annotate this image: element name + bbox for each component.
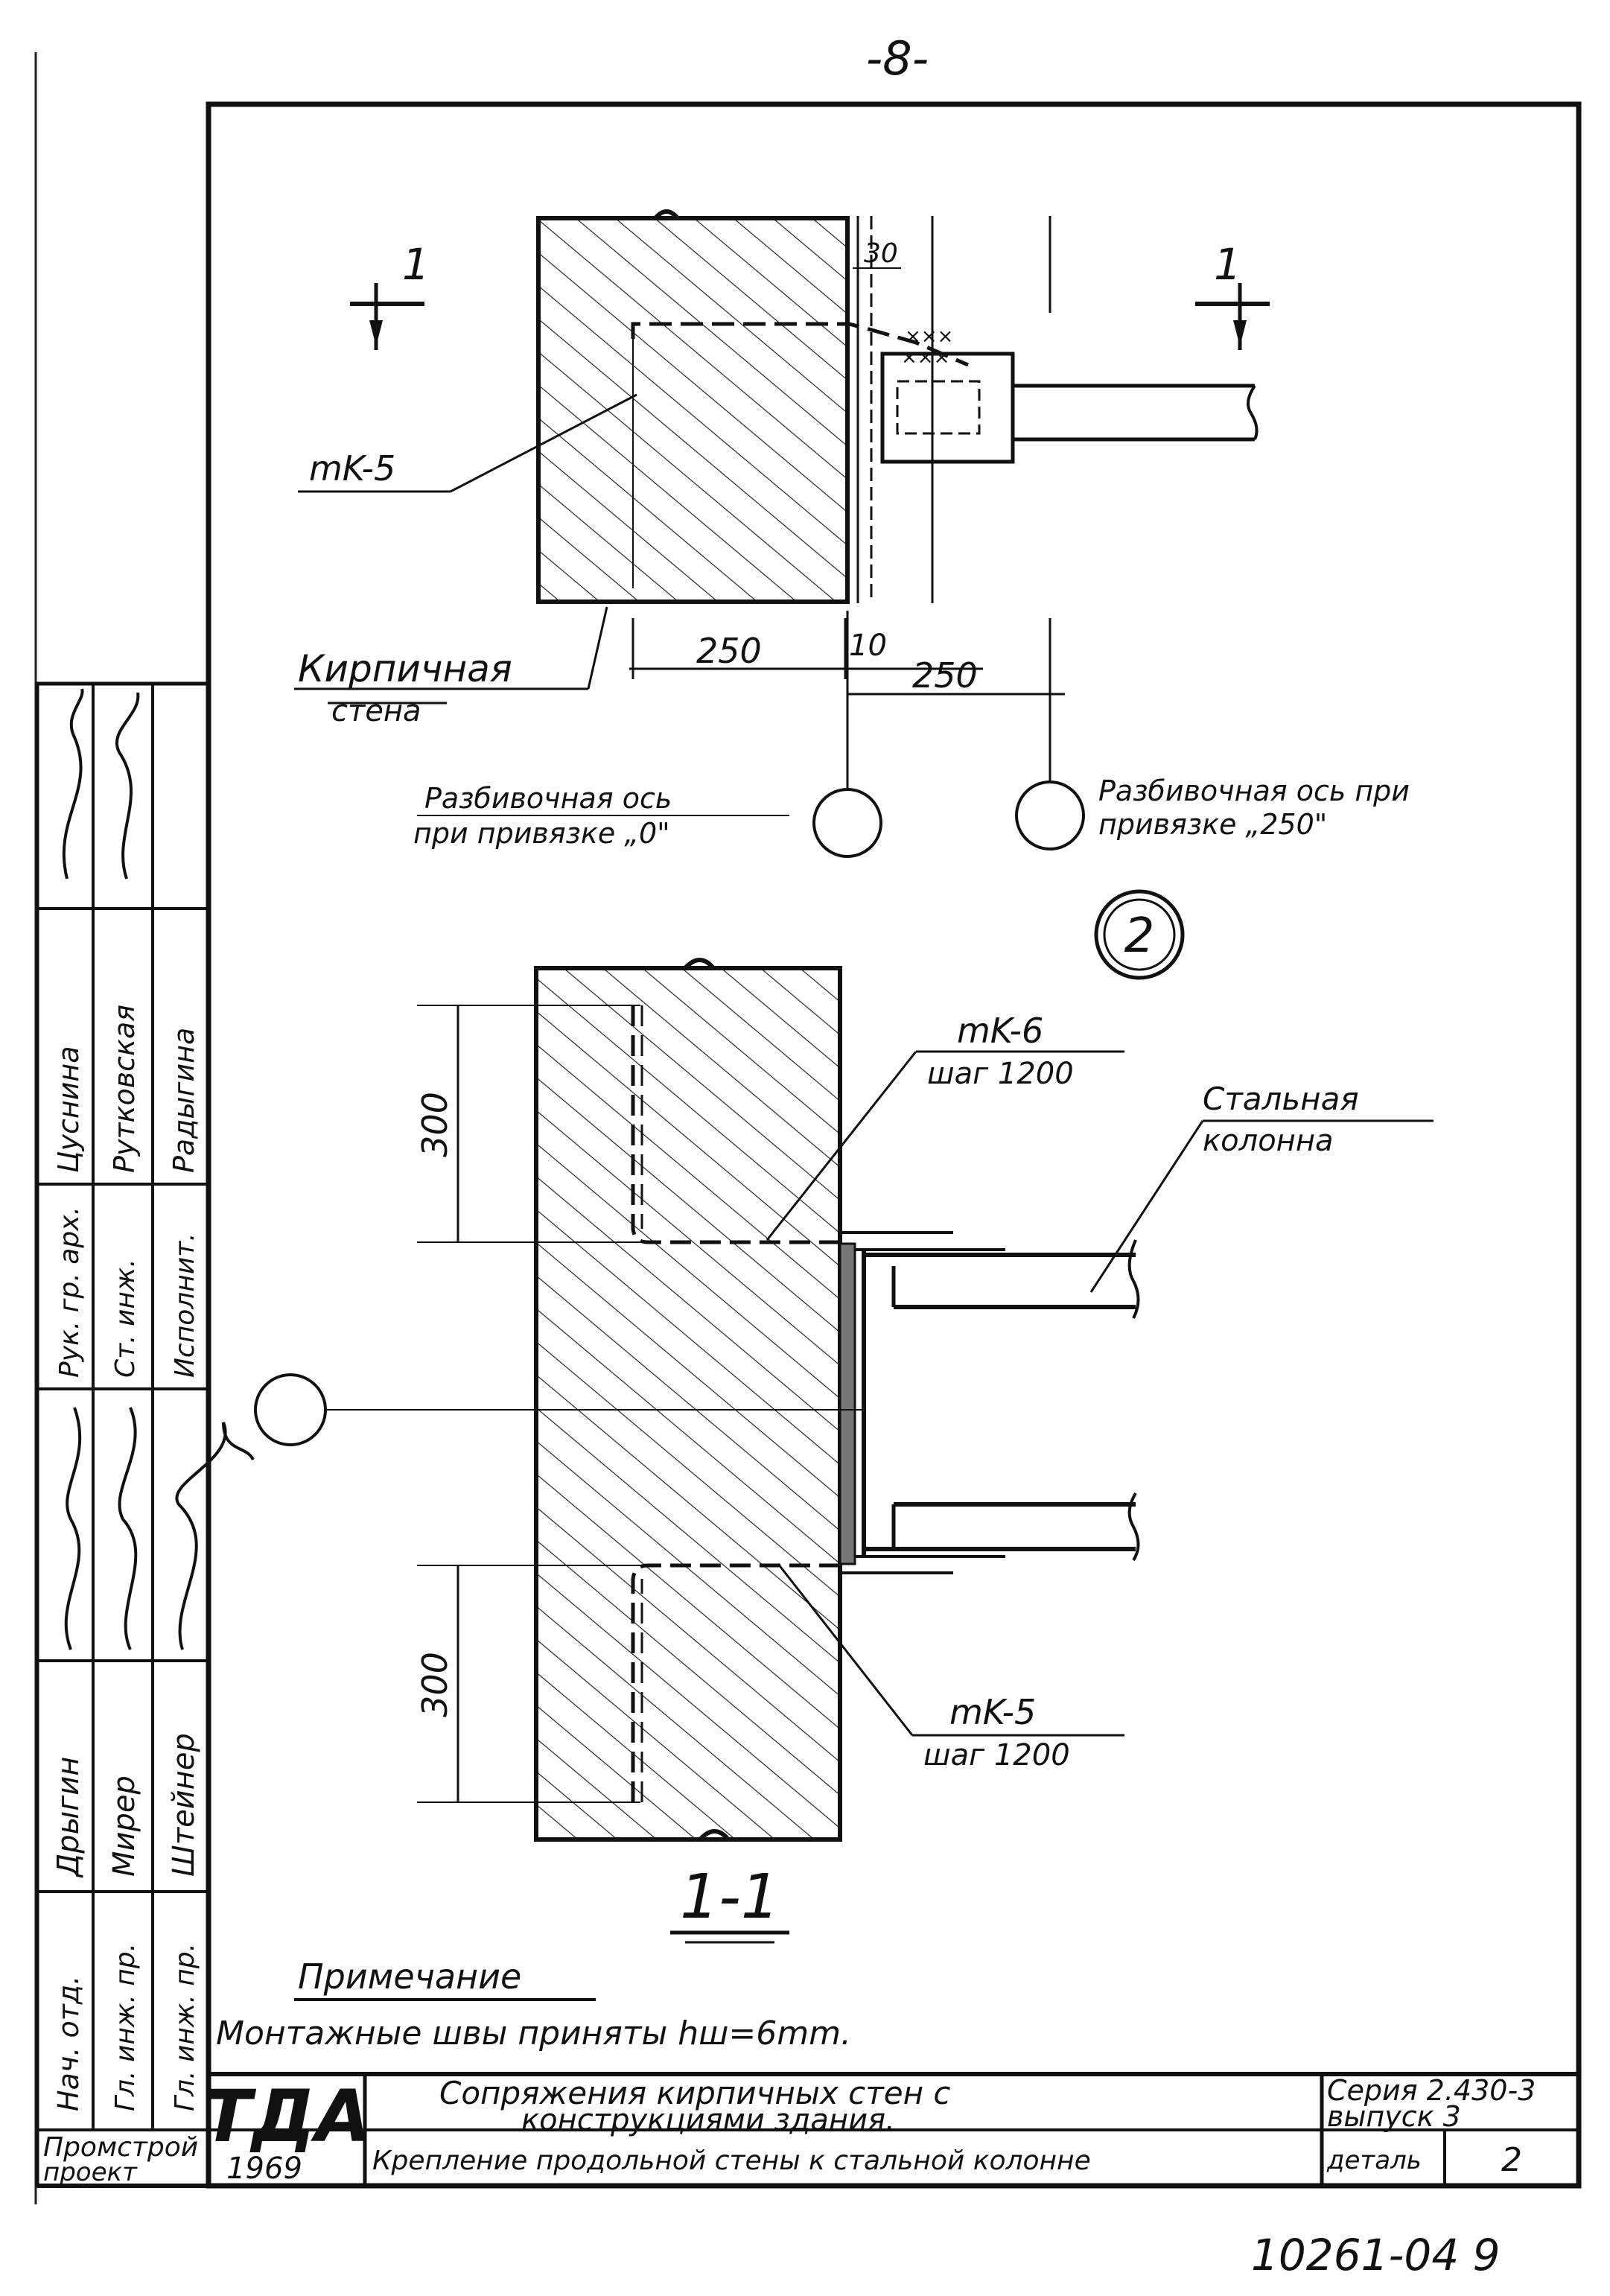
bottom-code: 10261-04 9 <box>1251 2230 1501 2280</box>
dim-250-left: 250 <box>696 631 762 671</box>
dim-10: 10 <box>849 629 887 663</box>
year: 1969 <box>226 2152 302 2186</box>
signature-1 <box>62 688 84 880</box>
note-text: Монтажные швы приняты hш=6mm. <box>216 2014 851 2052</box>
axis-bubble-left <box>812 788 882 858</box>
column-label-2: колонна <box>1203 1124 1334 1158</box>
dim-300-top: 300 <box>415 1092 455 1157</box>
title-block: Промстрой проект ТДА 1969 Сопряжения кир… <box>36 2072 1579 2188</box>
brick-wall-plan <box>536 216 850 604</box>
axis-bubble-section <box>254 1373 327 1446</box>
brick-wall-section <box>534 966 842 1842</box>
mk5-step: шаг 1200 <box>923 1738 1070 1772</box>
svg-text:Исполнит.: Исполнит. <box>170 1233 200 1378</box>
svg-text:×××: ××× <box>905 325 953 348</box>
axis-left-line1: Разбивочная ось <box>424 782 672 815</box>
svg-text:Цуснина: Цуснина <box>52 1046 85 1173</box>
svg-text:Рутковская: Рутковская <box>108 1005 141 1173</box>
detail-number: 2 <box>1501 2141 1522 2179</box>
mk5-section-label: mK-5 <box>949 1692 1036 1732</box>
subtitle: Крепление продольной стены к стальной ко… <box>372 2146 1091 2176</box>
svg-text:Рук. гр. арх.: Рук. гр. арх. <box>54 1206 85 1378</box>
title-line1: Сопряжения кирпичных стен с <box>439 2075 950 2111</box>
svg-text:Ст. инж.: Ст. инж. <box>110 1259 141 1378</box>
svg-text:Мирер: Мирер <box>107 1775 141 1877</box>
svg-text:Радыгина: Радыгина <box>168 1028 200 1173</box>
org-2: проект <box>43 2157 138 2187</box>
drawing-frame <box>206 101 1582 2189</box>
signature-5 <box>175 1422 255 1650</box>
detail-label: деталь <box>1326 2146 1422 2175</box>
column-label-1: Стальная <box>1203 1081 1359 1117</box>
page-number: -8- <box>866 31 929 86</box>
section-mark-left: 1 <box>350 239 430 350</box>
signature-2 <box>115 692 140 880</box>
svg-text:1: 1 <box>402 239 430 290</box>
title-line2: конструкциями здания. <box>521 2103 895 2137</box>
svg-text:Дрыгин: Дрыгин <box>51 1757 86 1878</box>
section-mark-right: 1 <box>1195 239 1270 350</box>
wall-label: Кирпичная <box>298 647 512 690</box>
note-block: Примечание Монтажные швы приняты hш=6mm. <box>216 1956 851 2052</box>
wall-label-2: стена <box>331 694 421 728</box>
axis-bubble-right <box>1015 780 1085 850</box>
signature-4 <box>118 1407 138 1650</box>
section-title: 1-1 <box>680 1862 780 1933</box>
axis-right-line2: привязке „250" <box>1098 808 1327 841</box>
plan-view: ××× ××× 1 1 mK-5 30 <box>294 209 1410 858</box>
section-view: 300 300 mK-6 шаг 1200 Стальная колонна m… <box>254 958 1434 1944</box>
org-1: Промстрой <box>43 2132 198 2163</box>
detail-marker <box>1094 889 1185 980</box>
svg-text:1: 1 <box>1214 239 1241 290</box>
svg-text:Штейнер: Штейнер <box>167 1733 201 1877</box>
dim-30: 30 <box>864 238 898 269</box>
mk6-label: mK-6 <box>957 1011 1043 1051</box>
tda-logo: ТДА <box>203 2075 370 2158</box>
svg-text:×××: ××× <box>901 346 949 369</box>
dim-300-bottom: 300 <box>415 1652 455 1717</box>
axis-right-line1: Разбивочная ось при <box>1098 775 1410 807</box>
dim-250-right: 250 <box>912 655 978 696</box>
approval-block: Нач. отд. Гл. инж. пр. Гл. инж. пр. Дрыг… <box>35 681 255 2188</box>
axis-left-line2: при привязке „0" <box>413 817 670 850</box>
series-line2: выпуск 3 <box>1327 2100 1461 2133</box>
svg-text:2: 2 <box>1124 909 1155 964</box>
mk5-plan-label: mK-5 <box>309 448 395 489</box>
series-line1: Серия 2.430-3 <box>1327 2074 1536 2107</box>
mk6-step: шаг 1200 <box>927 1057 1074 1091</box>
note-title: Примечание <box>298 1956 521 1997</box>
svg-text:Гл. инж. пр.: Гл. инж. пр. <box>110 1943 141 2111</box>
svg-text:Гл. инж. пр.: Гл. инж. пр. <box>170 1943 200 2111</box>
svg-text:Нач. отд.: Нач. отд. <box>52 1976 85 2111</box>
signature-3 <box>64 1407 82 1650</box>
